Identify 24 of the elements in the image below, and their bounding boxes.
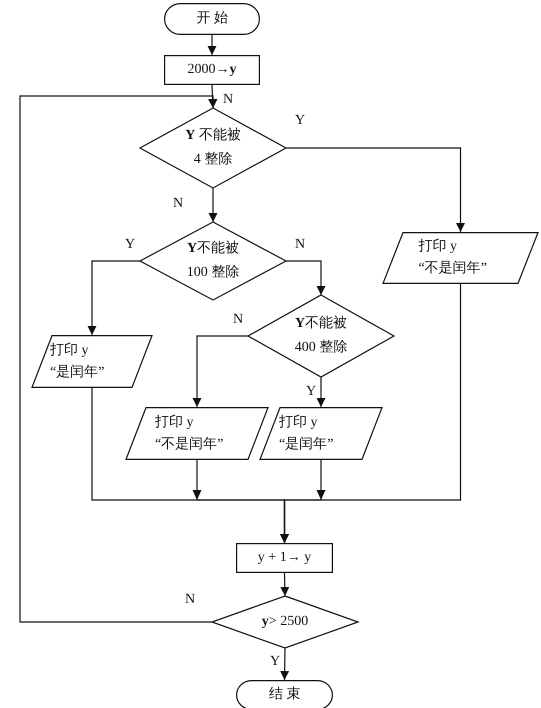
arrow (280, 572, 290, 596)
arrow (19, 95, 218, 623)
output-parallelogram: 打印 y “是闰年” (260, 407, 382, 460)
output-parallelogram: 打印 y “不是闰年” (126, 407, 268, 460)
terminal-shape: 结 束 (236, 680, 333, 708)
arrow (286, 147, 465, 232)
arrow (192, 335, 248, 407)
arrow (88, 260, 140, 335)
output-parallelogram: 打印 y “是闰年” (32, 335, 152, 388)
arrow (280, 648, 290, 680)
edge-label: Y (304, 384, 318, 400)
arrow (286, 260, 326, 295)
decision-diamond: Y 不能被 4 整除 (140, 108, 286, 188)
decision-diamond: Y不能被 100 整除 (140, 222, 286, 300)
decision-diamond: y> 2500 (212, 596, 358, 648)
process-box: 2000→y (164, 55, 260, 85)
arrow (280, 284, 462, 543)
decision-diamond: Y不能被 400 整除 (248, 295, 394, 377)
terminal-shape: 开 始 (164, 3, 260, 35)
arrow (316, 377, 326, 407)
arrow (208, 188, 218, 222)
process-box: y + 1→ y (236, 543, 333, 573)
output-parallelogram: 打印 y “不是闰年” (383, 232, 538, 284)
arrow (208, 35, 216, 55)
